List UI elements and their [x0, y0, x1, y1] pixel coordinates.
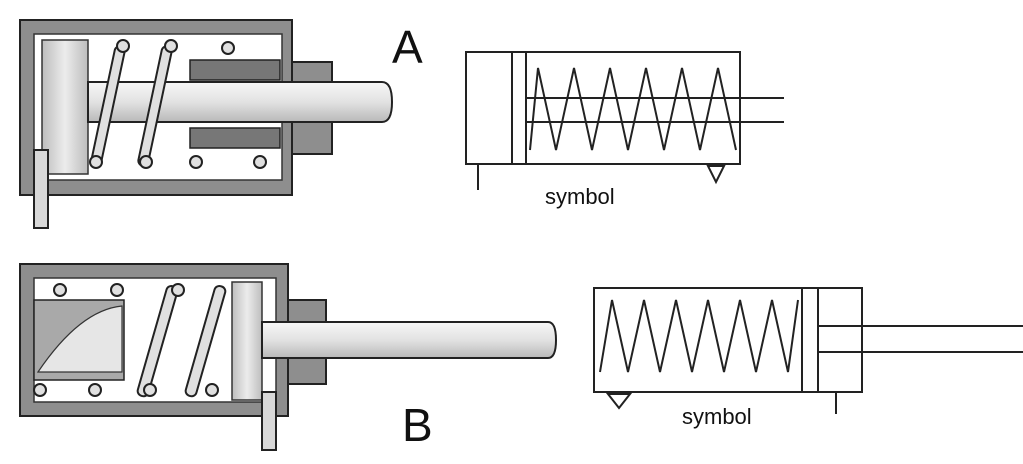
cylinder-a — [19, 19, 394, 229]
cylinder-a-port — [33, 149, 49, 229]
cylinder-a-spring — [89, 39, 267, 169]
cylinder-b — [19, 263, 558, 451]
symbol-b-vent — [605, 393, 633, 410]
label-a: A — [392, 21, 423, 73]
symbol-b-caption: symbol — [682, 404, 752, 429]
label-b: B — [402, 399, 433, 451]
cylinder-b-spring — [33, 283, 227, 398]
cylinder-a-piston — [41, 39, 89, 175]
symbol-a-spring — [529, 67, 737, 151]
cylinder-b-port — [261, 391, 277, 451]
symbol-a-caption: symbol — [545, 184, 615, 209]
symbol-a — [465, 51, 784, 190]
cylinder-b-rod — [261, 321, 558, 359]
symbol-b-spring — [599, 299, 799, 373]
symbol-b — [593, 287, 1023, 414]
cylinder-a-rod — [87, 81, 394, 123]
cylinder-b-piston — [231, 281, 263, 401]
symbol-a-vent — [706, 165, 726, 185]
